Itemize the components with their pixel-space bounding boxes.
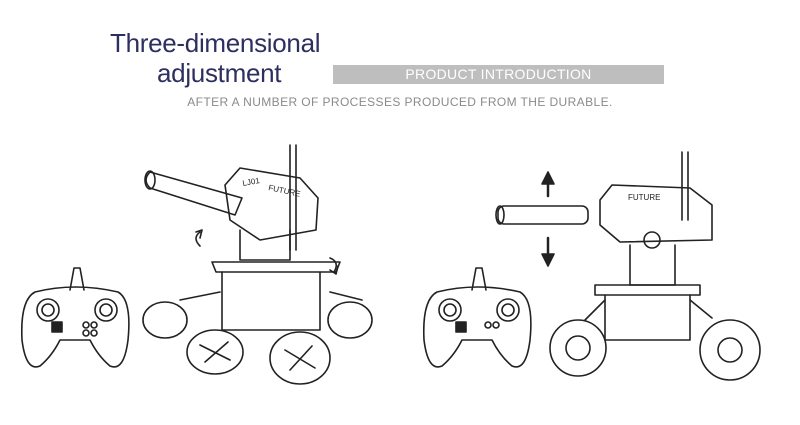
tank-label-lj01: LJ01: [242, 176, 261, 188]
heading-line-1: Three-dimensional: [110, 28, 321, 58]
remote-controller-left: [20, 267, 130, 368]
heading-line-2: adjustment: [157, 58, 282, 88]
tank-illustration-right: FUTURE: [495, 151, 761, 381]
tank-label-future-right: FUTURE: [628, 193, 660, 202]
product-introduction-banner: PRODUCT INTRODUCTION: [333, 65, 664, 84]
remote-controller-right: [422, 267, 532, 368]
up-down-arrows: [541, 171, 555, 267]
subtitle-text: AFTER A NUMBER OF PROCESSES PRODUCED FRO…: [187, 95, 613, 109]
subtitle: AFTER A NUMBER OF PROCESSES PRODUCED FRO…: [0, 95, 800, 109]
tank-illustration-left: LJ01 FUTURE: [142, 144, 373, 385]
